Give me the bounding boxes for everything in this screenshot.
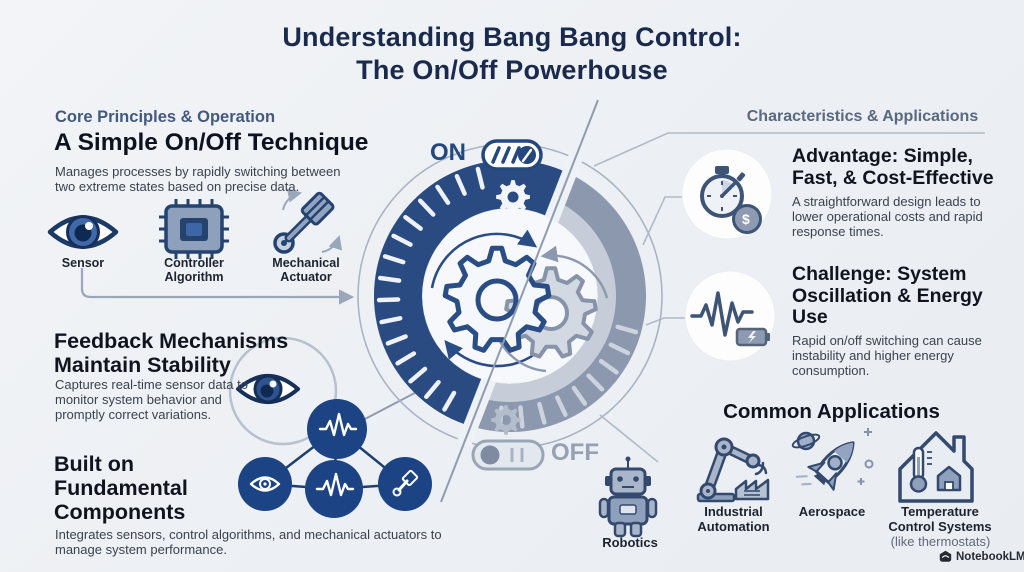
app-label-aerospace: Aerospace [798,504,866,519]
component-label-actuator: Mechanical Actuator [272,256,340,284]
fundamental-body: Integrates sensors, control algorithms, … [55,527,442,557]
applications-heading: Common Applications [723,400,940,423]
component-label-controller: Controller Algorithm [164,256,224,284]
on-off-gauge [357,99,663,503]
app-label-industrial: Industrial Automation [697,504,770,534]
simple-technique-heading: A Simple On/Off Technique [54,129,369,156]
eye-icon [236,374,300,404]
dollar-coin-icon [732,204,762,234]
signal-node [305,460,363,518]
component-label-sensor: Sensor [61,256,105,270]
app-label-robotics: Robotics [602,535,658,550]
feedback-heading: Feedback Mechanisms Maintain Stability [54,329,289,377]
challenge-body: Rapid on/off switching can cause instabi… [792,333,982,378]
page-title: Understanding Bang Bang Control: The On/… [182,21,842,87]
gauge-ticks [376,166,639,429]
battery-icon [735,327,770,347]
piston-icon [392,469,419,497]
eye-icon [47,215,119,249]
sensor-flow-arrow [80,268,355,305]
feedback-loop-circle [228,336,338,446]
on-toggle-icon [481,139,543,171]
robot-arm-icon [696,437,770,503]
eye-icon [249,476,281,492]
dollar-symbol: $ [742,211,750,227]
brand-footer: NotebookLM [939,550,1024,563]
app-sublabel-thermostats: (like thermostats) [890,534,991,549]
thermostat-house-icon [898,431,974,503]
robot-icon [598,456,658,538]
oscillation-icon [690,291,770,347]
advantage-body: A straightforward design leads to lower … [792,194,983,239]
off-label: OFF [551,439,599,466]
challenge-heading: Challenge: System Oscillation & Energy U… [792,263,983,328]
connector-lines [362,132,985,463]
right-section-header: Characteristics & Applications [746,108,979,125]
app-label-temperature: Temperature Control Systems [888,504,992,534]
signal-node [307,399,367,459]
waveform-icon [318,412,358,437]
advantage-heading: Advantage: Simple, Fast, & Cost-Effectiv… [792,145,994,189]
component-network [238,399,432,518]
simple-technique-body: Manages processes by rapidly switching b… [55,164,341,194]
off-toggle-icon [471,439,545,471]
title-line-2: The On/Off Powerhouse [356,55,668,85]
brand-label: NotebookLM [956,550,1024,563]
piston-icon [273,188,343,254]
waveform-icon [315,472,355,497]
chip-icon [159,199,229,259]
rocket-icon [791,428,874,491]
notebooklm-icon [939,550,952,562]
title-line-1: Understanding Bang Bang Control: [282,22,742,52]
fundamental-heading: Built on Fundamental Components [54,452,188,524]
gear-icon [496,180,530,214]
feedback-body: Captures real-time sensor data to monito… [55,377,248,422]
left-section-header: Core Principles & Operation [55,108,276,126]
stopwatch-icon [700,166,762,234]
on-label: ON [430,139,466,166]
gear-icon [491,405,521,435]
